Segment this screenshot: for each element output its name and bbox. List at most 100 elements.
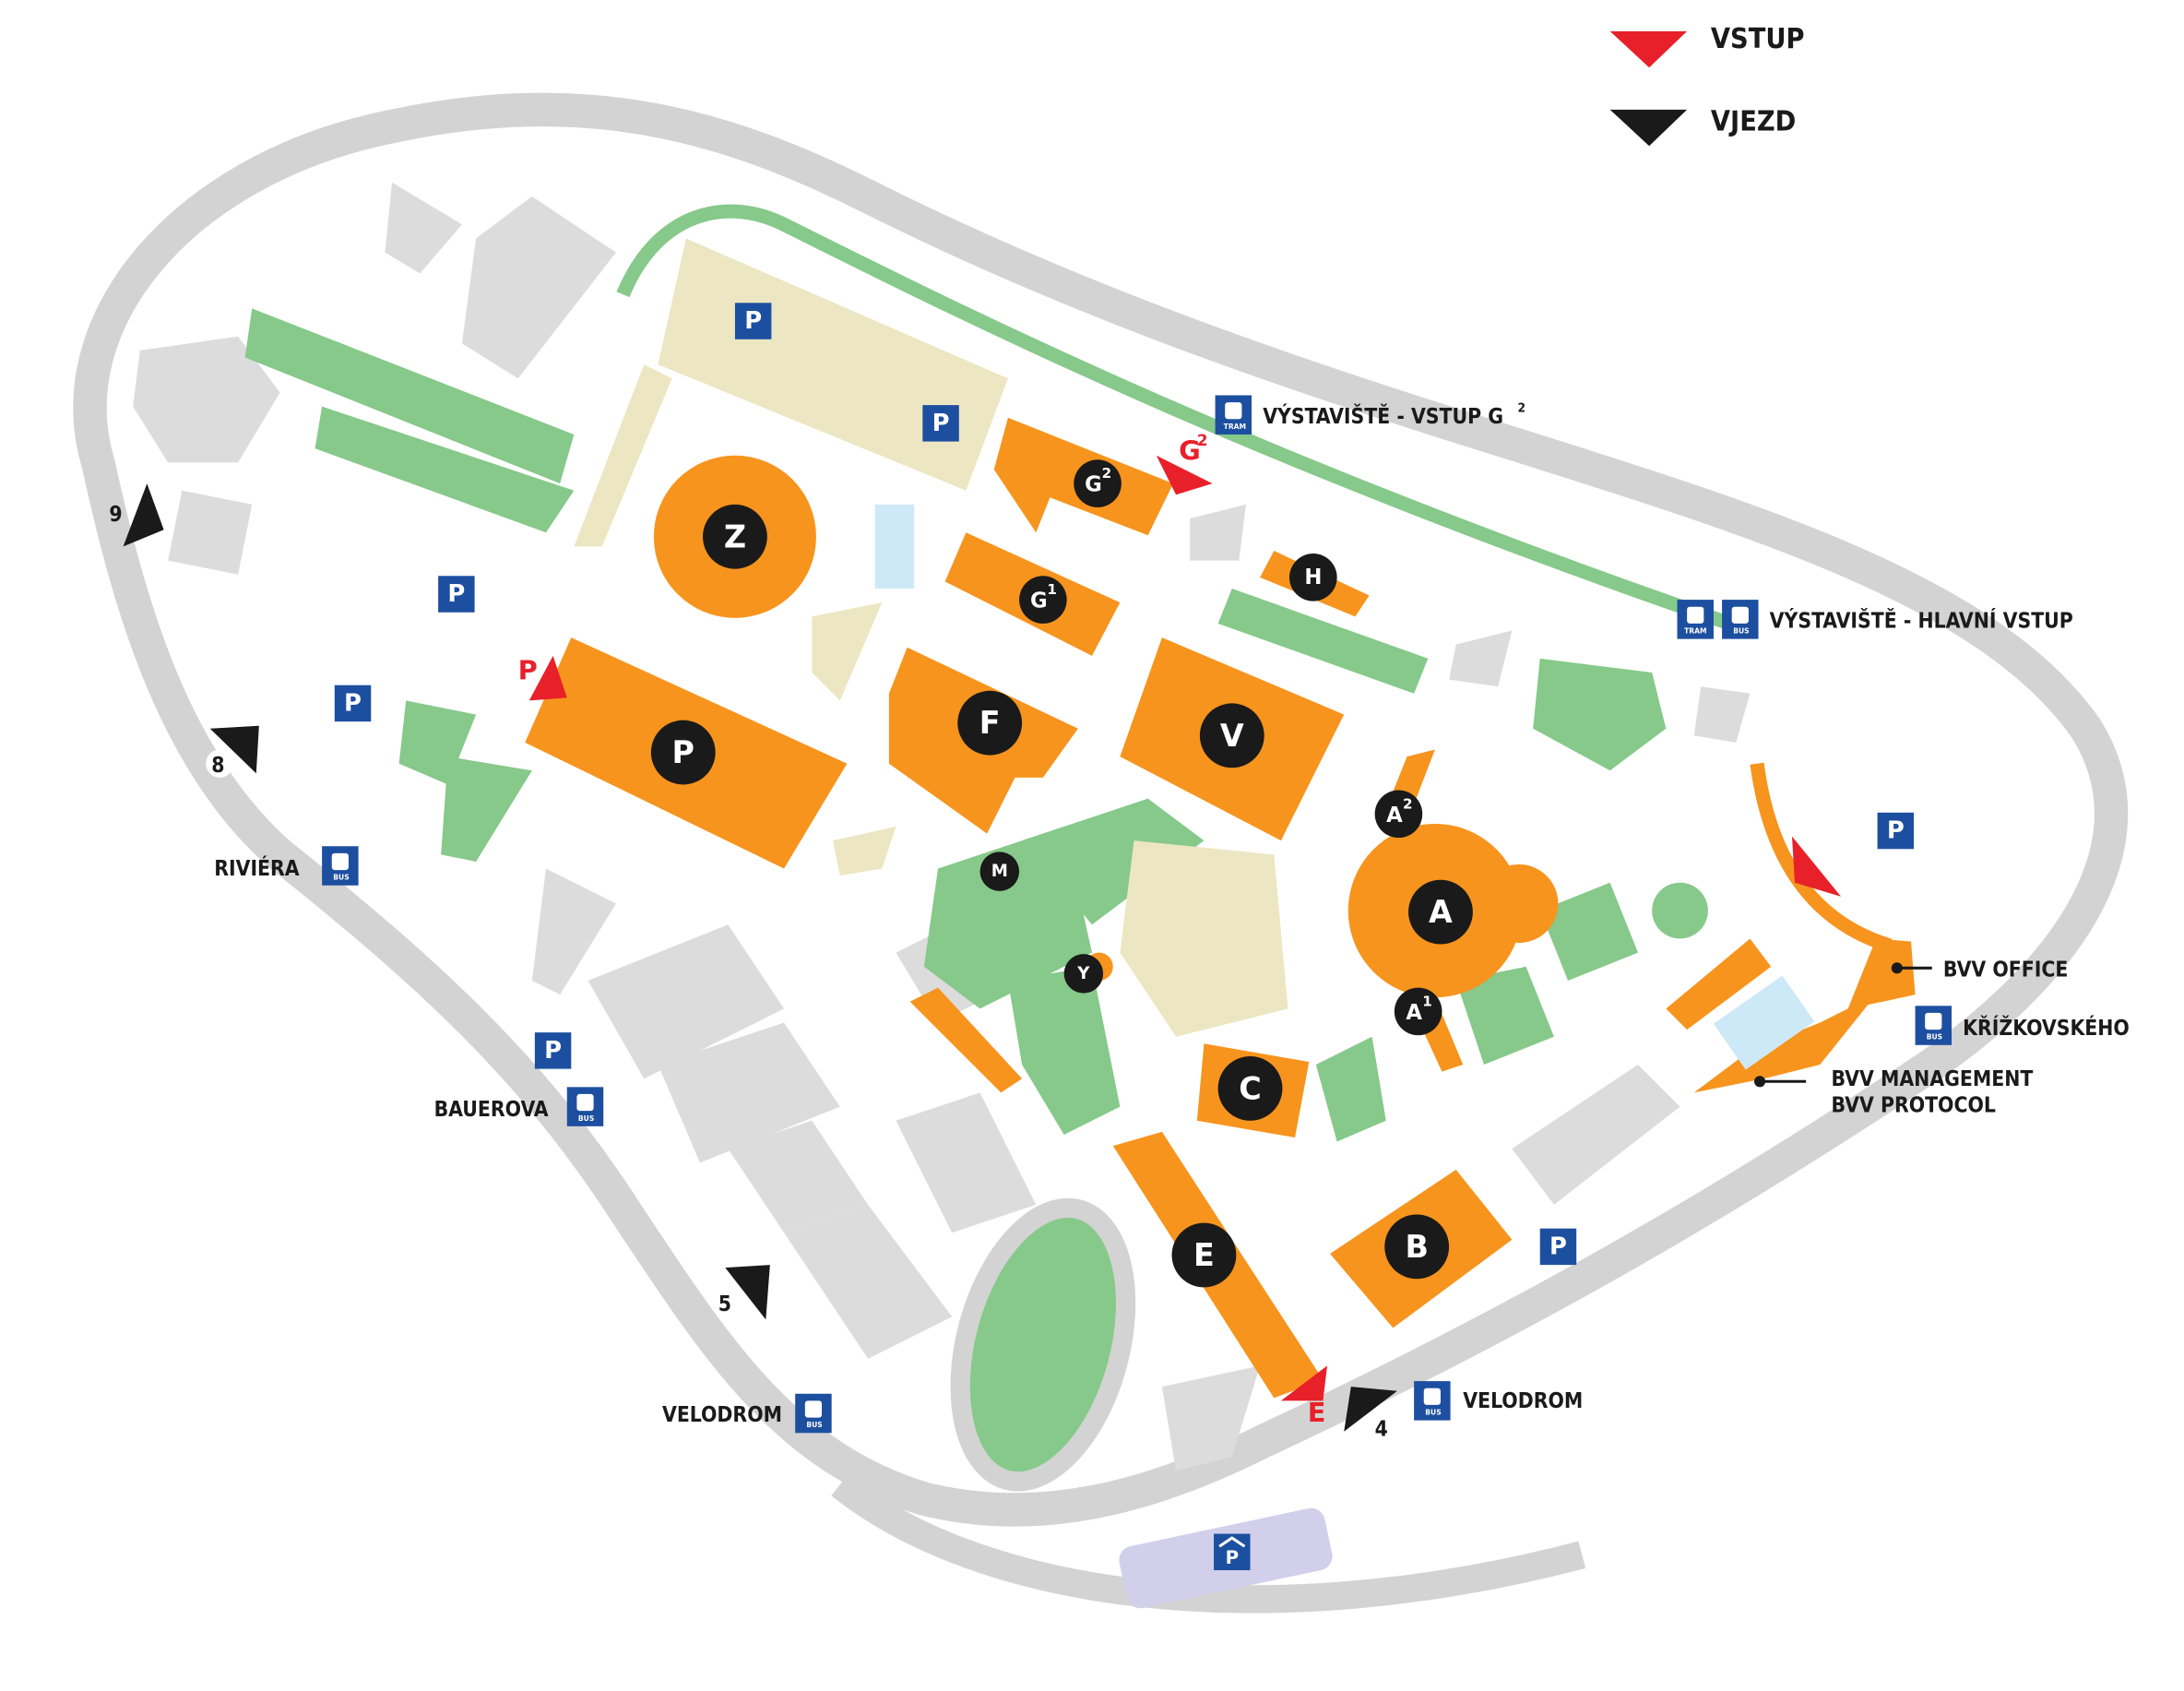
svg-text:VELODROM: VELODROM: [1463, 1389, 1583, 1413]
svg-text:B: B: [1405, 1229, 1428, 1265]
parking-signs: P P P P P P P P: [334, 303, 1915, 1571]
vehicle-entry-markers: 9 8 5 4: [109, 483, 1397, 1442]
svg-text:Z: Z: [724, 518, 746, 554]
parking-garage-sign: P: [1214, 1533, 1251, 1571]
svg-text:BAUEROVA: BAUEROVA: [434, 1098, 549, 1122]
svg-text:4: 4: [1375, 1417, 1388, 1441]
parking-sign: P: [334, 685, 372, 722]
svg-text:VÝSTAVIŠTĚ - VSTUP G: VÝSTAVIŠTĚ - VSTUP G: [1263, 403, 1503, 429]
svg-text:2: 2: [1403, 795, 1413, 812]
svg-text:V: V: [1220, 718, 1244, 754]
entrance-p-icon: [528, 655, 567, 701]
svg-text:BUS: BUS: [1927, 1033, 1942, 1042]
svg-text:E: E: [1193, 1237, 1215, 1273]
bvv-office-building: [1847, 938, 1916, 1009]
place-callouts: BVV OFFICE BVV MANAGEMENT BVV PROTOCOL: [1753, 958, 2068, 1118]
svg-text:E: E: [1308, 1397, 1326, 1428]
svg-text:H: H: [1304, 566, 1322, 589]
legend-entrance-label: VSTUP: [1711, 23, 1805, 55]
entrance-g2-icon: [1156, 455, 1213, 495]
svg-text:VÝSTAVIŠTĚ - HLAVNÍ VSTUP: VÝSTAVIŠTĚ - HLAVNÍ VSTUP: [1770, 607, 2073, 633]
svg-text:BUS: BUS: [333, 874, 349, 882]
pavilion-h-marker: H: [1289, 554, 1337, 601]
svg-text:P: P: [447, 580, 465, 608]
svg-text:P: P: [518, 655, 538, 686]
svg-text:5: 5: [718, 1292, 731, 1316]
legend-vehicle-label: VJEZD: [1711, 106, 1796, 138]
parking-sign: P: [438, 576, 475, 613]
parking-sign: P: [1877, 812, 1915, 850]
bus-stop-krizkovskeho: BUS KŘÍŽKOVSKÉHO: [1915, 1006, 2130, 1045]
tram-stop-vstup-g2: TRAM VÝSTAVIŠTĚ - VSTUP G 2: [1215, 395, 1525, 435]
svg-text:Y: Y: [1076, 964, 1090, 983]
svg-text:RIVIÉRA: RIVIÉRA: [214, 855, 300, 881]
svg-text:9: 9: [109, 503, 122, 527]
pavilion-c-marker: C: [1217, 1055, 1283, 1121]
parking-sign: P: [734, 303, 772, 339]
pavilion-f-marker: F: [957, 690, 1023, 756]
svg-text:TRAM: TRAM: [1684, 627, 1706, 636]
svg-text:BUS: BUS: [578, 1114, 594, 1123]
svg-text:G: G: [1179, 435, 1201, 466]
entrance-e-icon: [1280, 1365, 1328, 1401]
main-entrance-colonnade: [1750, 762, 1893, 953]
svg-text:A: A: [1386, 804, 1403, 828]
svg-text:P: P: [1887, 817, 1905, 845]
svg-text:G: G: [1085, 473, 1102, 497]
svg-text:BUS: BUS: [806, 1421, 822, 1429]
vehicle-entry-9-icon: [123, 483, 164, 547]
svg-text:1: 1: [1422, 993, 1432, 1009]
svg-text:VELODROM: VELODROM: [662, 1403, 782, 1427]
vehicle-entry-4-icon: [1344, 1387, 1397, 1432]
pavilion-m-marker: M: [979, 851, 1020, 891]
entrance-legend-icon: [1609, 30, 1688, 68]
parking-areas: [574, 238, 1288, 1037]
svg-text:P: P: [672, 734, 694, 770]
bvv-protocol-label: BVV PROTOCOL: [1831, 1094, 1995, 1118]
green-areas: [244, 308, 1708, 1492]
svg-text:A: A: [1429, 894, 1453, 930]
bvv-management-label: BVV MANAGEMENT: [1831, 1067, 2033, 1091]
svg-text:BUS: BUS: [1733, 627, 1749, 636]
bvv-office-label: BVV OFFICE: [1943, 958, 2068, 982]
svg-text:P: P: [1226, 1547, 1239, 1568]
pavilion-z-marker: Z: [703, 504, 767, 569]
svg-text:P: P: [744, 307, 762, 335]
pavilion-a-marker: A: [1408, 879, 1473, 945]
svg-text:C: C: [1239, 1070, 1262, 1106]
parking-sign: P: [534, 1032, 572, 1069]
pavilion-p-marker: P: [650, 720, 716, 785]
green-strip-north: [616, 204, 1752, 637]
bus-stop-riviera: RIVIÉRA BUS: [214, 846, 359, 886]
svg-text:TRAM: TRAM: [1224, 423, 1246, 431]
stadium: [950, 1197, 1136, 1492]
svg-text:P: P: [932, 410, 950, 437]
vehicle-entry-8-icon: [209, 725, 259, 774]
vehicle-entry-legend-icon: [1609, 109, 1688, 147]
other-buildings: [133, 182, 1751, 1471]
svg-text:M: M: [991, 862, 1008, 881]
svg-text:8: 8: [211, 754, 224, 778]
svg-text:F: F: [979, 705, 1001, 741]
bus-stop-velodrom-west: VELODROM BUS: [662, 1393, 832, 1434]
svg-text:KŘÍŽKOVSKÉHO: KŘÍŽKOVSKÉHO: [1963, 1015, 2130, 1041]
pavilion-b-marker: B: [1384, 1214, 1450, 1280]
vehicle-entry-5-icon: [725, 1265, 770, 1320]
entrance-markers: G2 P E: [518, 432, 1842, 1428]
pavilion-e-marker: E: [1171, 1222, 1237, 1288]
svg-text:BUS: BUS: [1425, 1409, 1441, 1417]
svg-text:1: 1: [1047, 581, 1057, 598]
parking-sign: P: [922, 405, 959, 442]
transit-stops: TRAM VÝSTAVIŠTĚ - VSTUP G 2 TRAM BUS VÝS…: [214, 395, 2130, 1434]
svg-text:G: G: [1030, 589, 1048, 613]
pavilion-y-marker: Y: [1063, 954, 1104, 994]
pavilion-v-marker: V: [1199, 703, 1264, 768]
pavilion-west-building: [909, 987, 1023, 1093]
svg-text:2: 2: [1102, 465, 1112, 482]
